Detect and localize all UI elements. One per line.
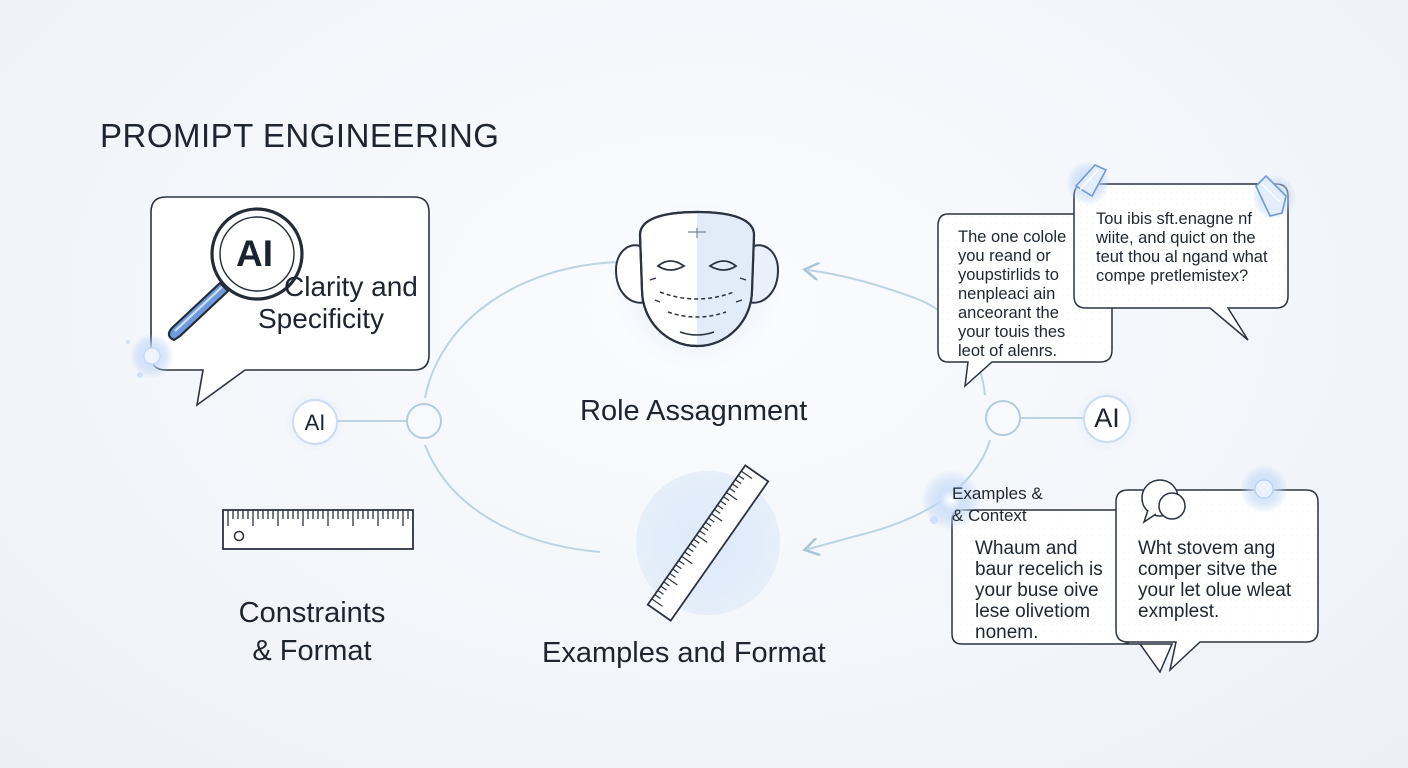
right-bottom-right-bubble-text: Wht stovem ang comper sitve the your let… (1138, 538, 1292, 622)
role-assignment-label: Role Assagnment (580, 395, 808, 427)
right-ai-node-label: AI (1094, 403, 1120, 433)
magnifier-ai-label: AI (236, 233, 273, 274)
right-top-front-bubble-text: Tou ibis sft.enagne nf wiite, and quict … (1096, 210, 1268, 285)
magnifier-icon (167, 207, 304, 342)
right-bottom-left-bubble-text: Whaum and baur recelich is your buse oiv… (975, 538, 1103, 643)
left-ai-node (285, 392, 345, 452)
constraints-line1: Constraints (238, 597, 386, 629)
constraints-line2: & Format (252, 635, 372, 667)
mask-icon (612, 200, 782, 370)
right-junction-node (985, 400, 1021, 436)
examples-format-label: Examples and Format (542, 637, 826, 669)
right-top-back-bubble-text: The one colole you reand or youpstirlids… (958, 228, 1067, 360)
constraints-format-label: Constraints & Format (182, 594, 442, 670)
clarity-label-line1: Clarity and (284, 271, 418, 302)
clarity-label-line2: Specificity (258, 303, 385, 334)
examples-context-heading: Examples & & Context (952, 484, 1043, 525)
page-title: PROMIPT ENGINEERING (100, 117, 500, 154)
ruler-icon (222, 509, 414, 550)
crystal-sparkle-icons (1066, 161, 1296, 219)
left-junction-node (406, 403, 442, 439)
right-ai-node (1074, 386, 1140, 452)
right-top-bubbles (937, 183, 1289, 388)
right-bottom-bubbles (921, 465, 1319, 674)
clarity-label: Clarity and Specificity (228, 271, 418, 335)
left-ai-node-label: AI (304, 410, 326, 435)
examples-ruler-icon (636, 464, 780, 622)
